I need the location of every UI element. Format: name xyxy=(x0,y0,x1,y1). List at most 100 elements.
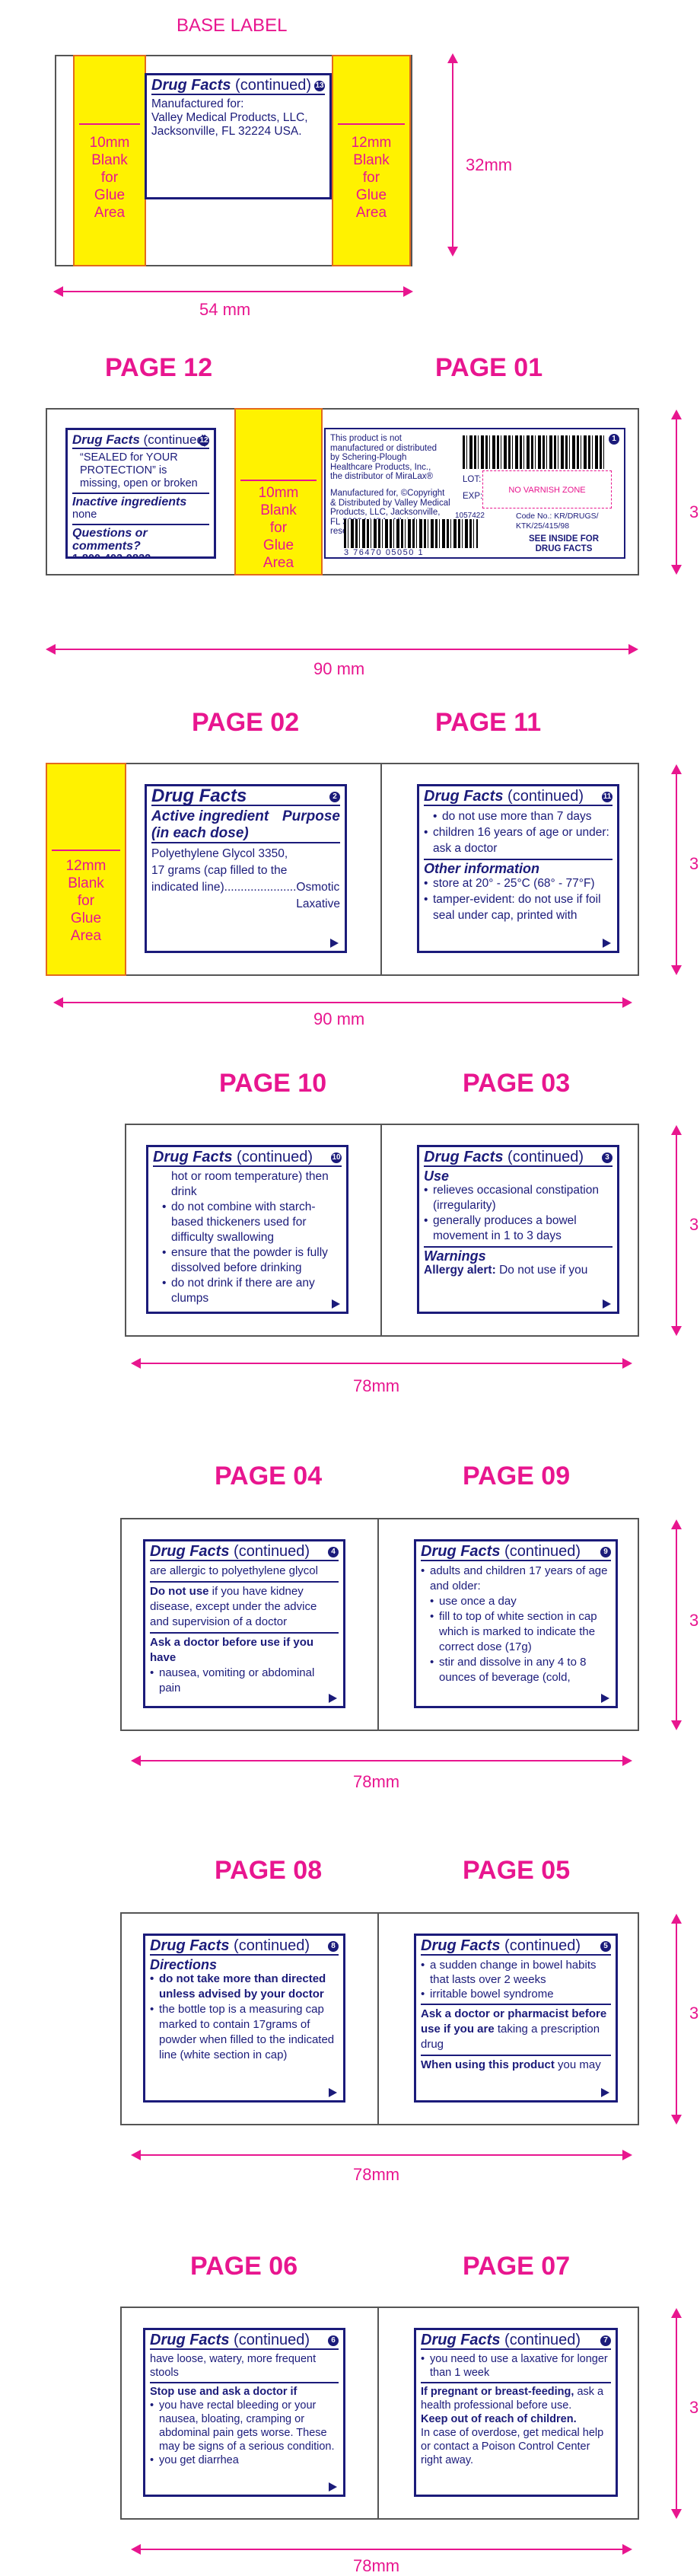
continue-arrow xyxy=(330,939,339,948)
continue-arrow xyxy=(329,1694,337,1703)
page-08-title: PAGE 08 xyxy=(215,1856,323,1885)
height-dim-line xyxy=(676,766,677,973)
page-04-title: PAGE 04 xyxy=(215,1462,323,1490)
arrow-right xyxy=(622,1755,632,1766)
spread5-width-dim: 78mm xyxy=(353,2165,400,2184)
page-number-badge: 9 xyxy=(600,1547,611,1557)
arrow-down xyxy=(671,2115,682,2125)
width-dim-line xyxy=(49,649,635,650)
arrow-down xyxy=(447,247,458,257)
height-dim-line xyxy=(676,411,677,572)
panel-13: Drug Facts (continued)13 Manufactured fo… xyxy=(145,73,332,199)
arrow-up xyxy=(671,1125,682,1135)
spread2-width-dim: 90 mm xyxy=(313,1009,365,1028)
barcode-top xyxy=(463,435,604,469)
page-12-title: PAGE 12 xyxy=(105,353,213,382)
page-05-title: PAGE 05 xyxy=(463,1856,571,1885)
arrow-up xyxy=(671,1914,682,1924)
page-09-title: PAGE 09 xyxy=(463,1462,571,1490)
spread5-height-dim: 3 xyxy=(689,2004,699,2023)
height-dim-line xyxy=(676,1127,677,1334)
arrow-right xyxy=(622,997,632,1008)
width-dim-line xyxy=(134,2154,628,2156)
arrow-up xyxy=(447,53,458,63)
continue-arrow xyxy=(332,1299,340,1309)
page-06-title: PAGE 06 xyxy=(190,2252,298,2281)
height-dim-line xyxy=(676,2310,677,2517)
spread4-width-dim: 78mm xyxy=(353,1772,400,1791)
glue-arrow xyxy=(52,850,120,851)
arrow-left xyxy=(131,1358,141,1369)
base-height-dim: 32mm xyxy=(466,155,513,174)
width-dim-line xyxy=(56,291,411,292)
glue-arrow xyxy=(79,123,140,125)
spread1-height-dim: 3 xyxy=(689,502,699,521)
width-dim-line xyxy=(134,2549,628,2550)
arrow-down xyxy=(671,965,682,975)
arrow-left xyxy=(131,1755,141,1766)
panel-header: Drug Facts (continued)10 xyxy=(153,1149,342,1167)
panel-05: Drug Facts (continued)5 a sudden change … xyxy=(414,1934,618,2103)
page-number-badge: 2 xyxy=(329,792,340,802)
page-10-title: PAGE 10 xyxy=(219,1069,327,1098)
spread4-height-dim: 3 xyxy=(689,1611,699,1630)
width-dim-line xyxy=(56,1002,628,1003)
arrow-down xyxy=(671,2509,682,2519)
spread1-width-dim: 90 mm xyxy=(313,659,365,678)
arrow-right xyxy=(622,2544,632,2555)
height-dim-line xyxy=(676,1915,677,2122)
panel-header: Drug Facts (continued)7 xyxy=(421,2332,611,2350)
arrow-left xyxy=(53,997,63,1008)
height-dim-line xyxy=(676,1521,677,1728)
page-02-title: PAGE 02 xyxy=(192,708,300,737)
panel-07: Drug Facts (continued)7 you need to use … xyxy=(414,2328,618,2497)
continue-arrow xyxy=(601,2088,609,2097)
page-number-badge: 6 xyxy=(328,2335,339,2346)
arrow-down xyxy=(671,1720,682,1730)
panel-08: Drug Facts (continued)8 Directions do no… xyxy=(143,1934,345,2103)
continue-arrow xyxy=(603,1299,611,1309)
continue-arrow xyxy=(603,939,611,948)
page-number-badge: 1 xyxy=(609,434,619,445)
spread3-width-dim: 78mm xyxy=(353,1376,400,1395)
panel-03: Drug Facts (continued)3 Use relieves occ… xyxy=(417,1145,619,1314)
arrow-up xyxy=(671,764,682,774)
arrow-right xyxy=(622,2150,632,2160)
panel-06: Drug Facts (continued)6 have loose, wate… xyxy=(143,2328,345,2497)
panel-12: Drug Facts (continued)12 “SEALED for YOU… xyxy=(65,428,216,559)
fold-line xyxy=(380,1124,382,1337)
panel-04: Drug Facts (continued)4 are allergic to … xyxy=(143,1539,345,1708)
continue-arrow xyxy=(329,2088,337,2097)
upc-barcode xyxy=(344,519,478,548)
glue-arrow xyxy=(338,123,405,125)
arrow-up xyxy=(671,1519,682,1529)
panel-header: Drug Facts (continued)4 xyxy=(150,1544,339,1561)
panel-01: 1 This product is not manufactured or di… xyxy=(324,428,625,559)
panel-header: Drug Facts (continued)3 xyxy=(424,1149,612,1167)
fold-line xyxy=(377,2307,379,2520)
page-number-badge: 8 xyxy=(328,1941,339,1952)
page-11-title: PAGE 11 xyxy=(435,708,542,737)
panel-header: Drug Facts (continued)9 xyxy=(421,1544,611,1561)
continue-arrow xyxy=(601,1694,609,1703)
arrow-left xyxy=(53,286,63,297)
page-07-title: PAGE 07 xyxy=(463,2252,571,2281)
panel-11: Drug Facts (continued)11 do not use more… xyxy=(417,784,619,953)
page-number-badge: 3 xyxy=(602,1153,612,1163)
page-number-badge: 4 xyxy=(328,1547,339,1557)
width-dim-line xyxy=(134,1363,628,1364)
page-03-title: PAGE 03 xyxy=(463,1069,571,1098)
width-dim-line xyxy=(134,1760,628,1761)
spread2-height-dim: 3 xyxy=(689,854,699,873)
panel-09: Drug Facts (continued)9 adults and child… xyxy=(414,1539,618,1708)
glue-arrow xyxy=(240,480,317,481)
arrow-up xyxy=(671,410,682,419)
spread6-width-dim: 78mm xyxy=(353,2556,400,2575)
panel-10: Drug Facts (continued)10 hot or room tem… xyxy=(146,1145,348,1314)
